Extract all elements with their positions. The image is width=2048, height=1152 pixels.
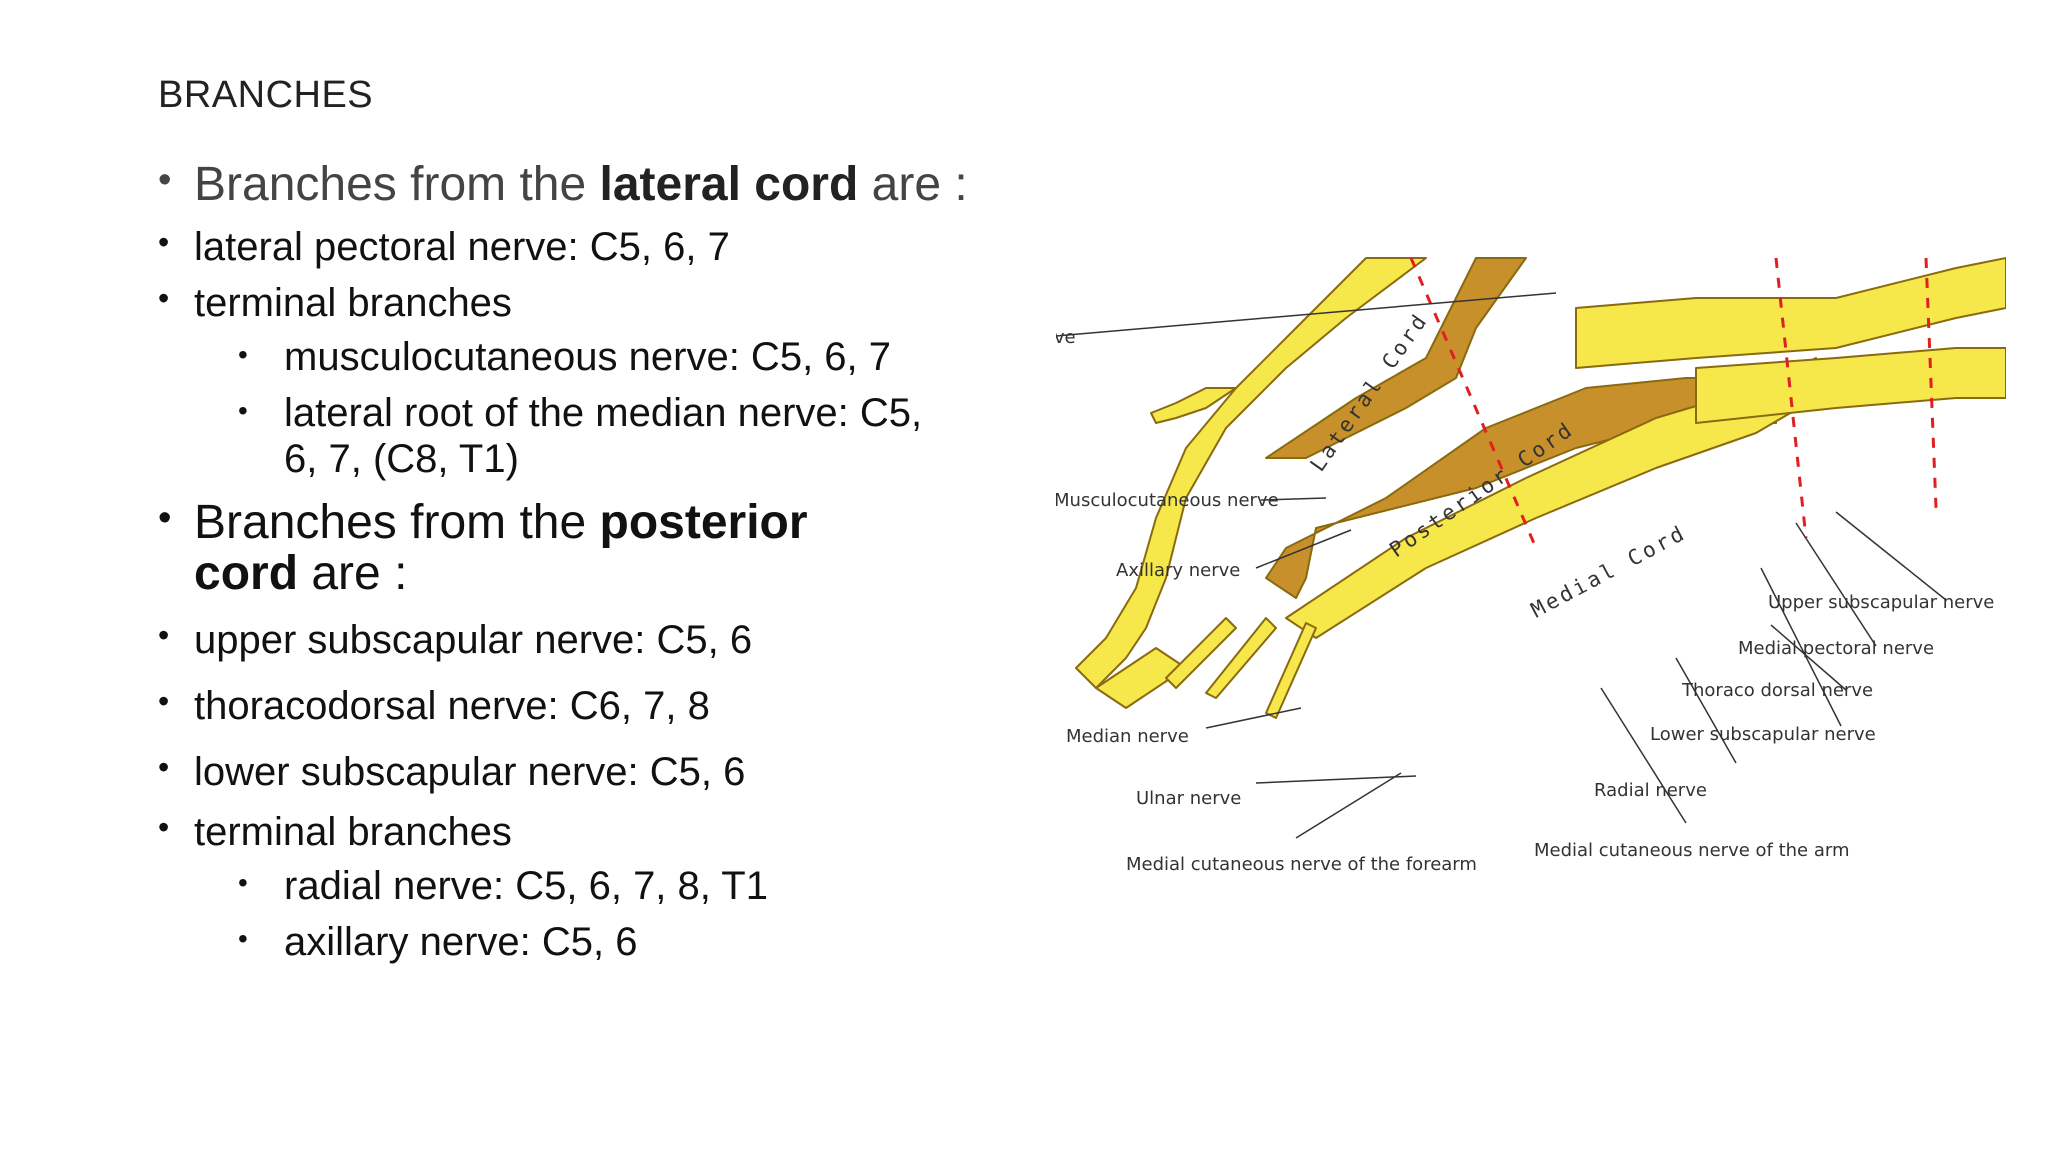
- lower-trunk-shape: [1695, 347, 2007, 424]
- sub-list-item: axillary nerve: C5, 6: [238, 919, 1038, 965]
- label-musculocutaneous: Musculocutaneous nerve: [1056, 490, 1279, 511]
- bullet-content: Branches from the lateral cord are : lat…: [158, 158, 1038, 965]
- label-median: Median nerve: [1066, 726, 1189, 747]
- label-upper-subscapular: Upper subscapular nerve: [1768, 592, 1994, 613]
- arm-cutaneous-branch: [1265, 622, 1317, 719]
- divider-line-2: [1774, 257, 1808, 539]
- list-item: thoracodorsal nerve: C6, 7, 8: [158, 683, 1038, 729]
- brachial-plexus-diagram: Lateral Cord Posterior Cord Medial Cord …: [876, 248, 2007, 888]
- list-item: upper subscapular nerve: C5, 6: [158, 617, 1038, 663]
- list-item: terminal branches: [158, 280, 1038, 326]
- label-medial-pectoral: Medial pectoral nerve: [1738, 638, 1934, 659]
- list-item: terminal branches: [158, 809, 1038, 855]
- label-radial: Radial nerve: [1594, 780, 1707, 801]
- sub-list-item: radial nerve: C5, 6, 7, 8, T1: [238, 863, 1038, 909]
- slide-title: BRANCHES: [158, 74, 374, 116]
- divider-line-1: [1409, 257, 1538, 549]
- lateral-cord-emphasis: lateral cord: [599, 158, 859, 211]
- label-axillary: Axillary nerve: [1116, 560, 1240, 581]
- musculocutaneous-branch: [1150, 387, 1237, 424]
- lateral-cord-shape: [1075, 257, 1427, 689]
- label-lower-subscapular: Lower subscapular nerve: [1650, 724, 1876, 745]
- label-medial-cut-arm: Medial cutaneous nerve of the arm: [1534, 840, 1850, 861]
- forearm-cutaneous-branch: [1205, 617, 1277, 699]
- list-item: lateral pectoral nerve: C5, 6, 7: [158, 224, 1038, 270]
- lateral-cord-heading: Branches from the lateral cord are :: [158, 158, 1038, 211]
- brachial-plexus-svg: Lateral Cord Posterior Cord Medial Cord …: [876, 257, 2007, 875]
- ulnar-nerve-branch: [1165, 617, 1237, 689]
- posterior-cord-emphasis: posterior cord: [194, 496, 808, 600]
- label-lateral-pectoral: Lateral pectoral nerve: [1056, 327, 1076, 348]
- posterior-cord-shape: [1265, 257, 1527, 459]
- divider-line-3: [1924, 257, 1938, 509]
- label-thoracodorsal: Thoraco dorsal nerve: [1681, 680, 1873, 701]
- medial-cord-label: Medial Cord: [1527, 520, 1690, 622]
- label-ulnar: Ulnar nerve: [1136, 788, 1241, 809]
- label-medial-cut-forearm: Medial cutaneous nerve of the forearm: [1126, 854, 1477, 875]
- list-item: lower subscapular nerve: C5, 6: [158, 749, 1038, 795]
- posterior-cord-heading: Branches from the posterior cord are :: [158, 498, 874, 599]
- sub-list-item: lateral root of the median nerve: C5, 6,…: [238, 390, 924, 482]
- sub-list-item: musculocutaneous nerve: C5, 6, 7: [238, 334, 1038, 380]
